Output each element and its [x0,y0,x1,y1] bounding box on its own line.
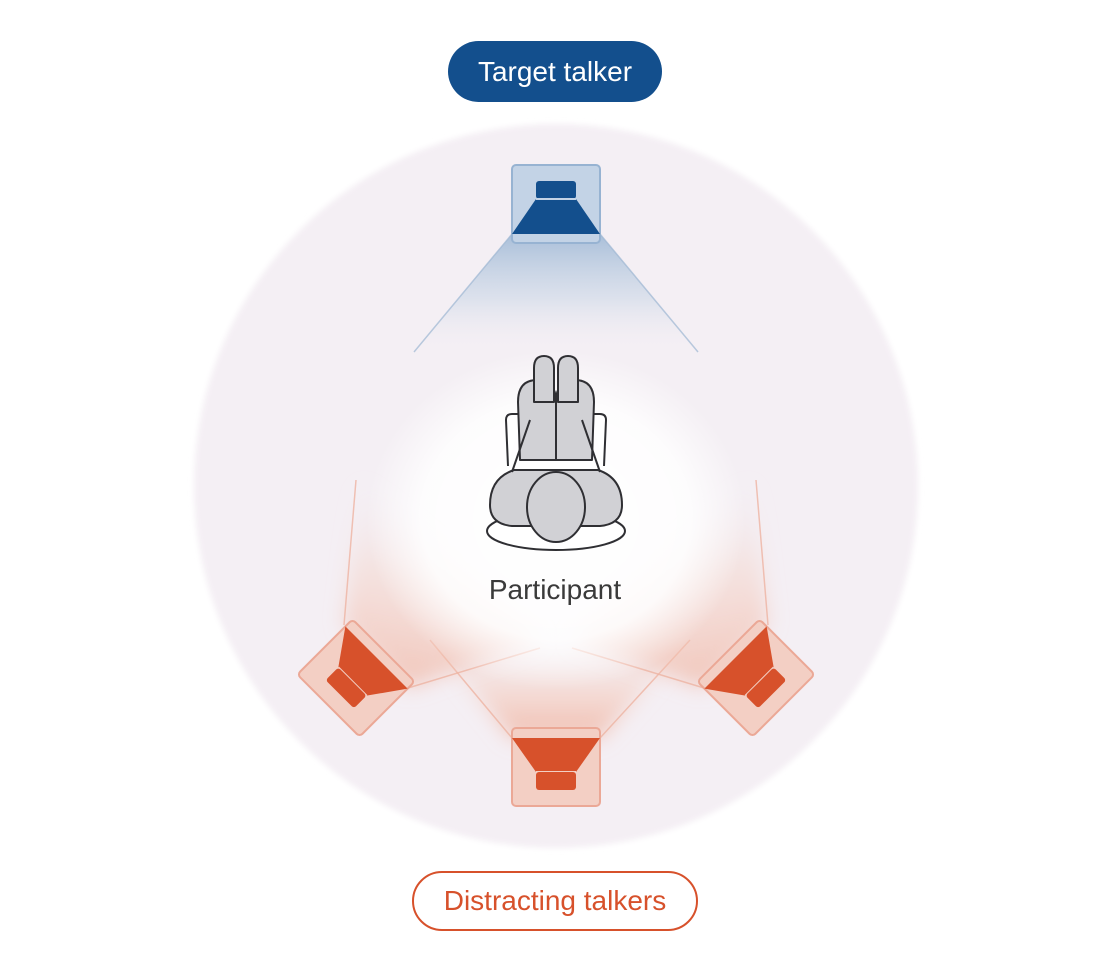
distracting-speaker-left-icon [297,619,415,737]
target-speaker-icon [511,164,601,244]
distracting-talkers-label: Distracting talkers [412,871,698,931]
participant-seated-person-icon [486,355,626,551]
target-talker-label: Target talker [448,41,662,102]
distracting-speaker-right-icon [697,619,815,737]
participant-label: Participant [488,574,622,605]
target-sound-beam [413,233,699,353]
distracting-speaker-bottom-icon [511,727,601,807]
